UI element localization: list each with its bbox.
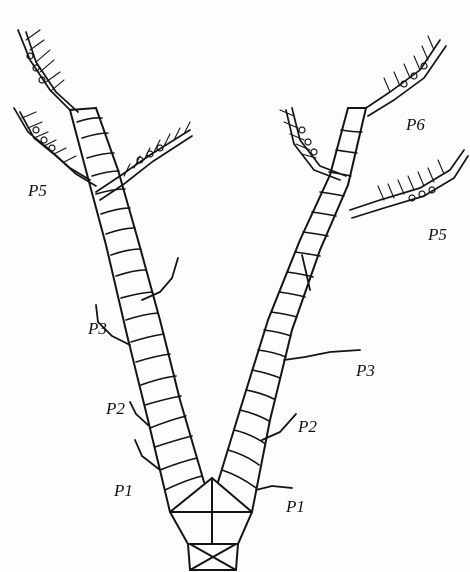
right-arm: [218, 108, 366, 512]
label-p1-left: P1: [113, 481, 133, 500]
label-p3-left: P3: [87, 319, 107, 338]
basal-plates: [170, 478, 252, 570]
label-p2-left: P2: [105, 399, 125, 418]
label-p3-right: P3: [355, 361, 375, 380]
left-pinnules: [96, 258, 178, 470]
label-p5-right: P5: [427, 225, 447, 244]
label-p2-right: P2: [297, 417, 317, 436]
label-p5-left: P5: [27, 181, 47, 200]
label-p6-right: P6: [405, 115, 425, 134]
right-pinnules: [256, 255, 360, 490]
right-feather-pinnules: [280, 36, 468, 218]
label-p1-right: P1: [285, 497, 305, 516]
left-arm: [70, 108, 204, 512]
left-feather-pinnules: [14, 30, 192, 200]
